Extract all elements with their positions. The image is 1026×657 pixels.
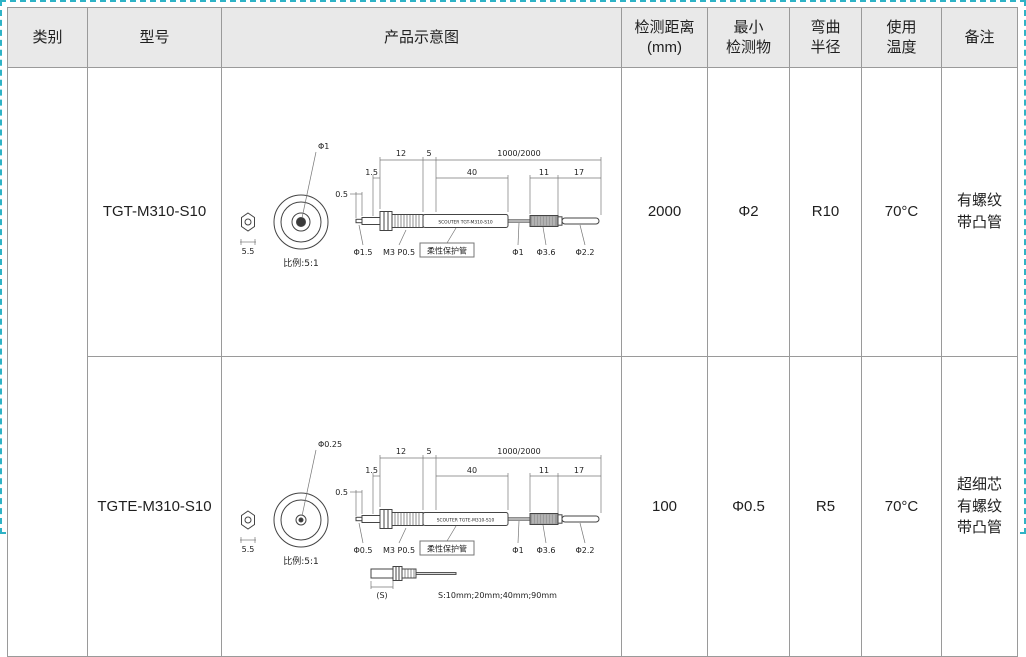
tip-diameter-label: Φ1 bbox=[318, 142, 329, 151]
cell-remark: 有螺纹 带凸管 bbox=[941, 66, 1018, 358]
dim-total-label: 1000/2000 bbox=[497, 149, 540, 158]
label-thread: M3 P0.5 bbox=[382, 546, 414, 555]
dim-body-label: 40 bbox=[466, 168, 476, 177]
dim-sleeve-label: 11 bbox=[538, 168, 548, 177]
label-tube: 柔性保护管 bbox=[427, 245, 467, 255]
dim-tip-label: 0.5 bbox=[335, 190, 348, 199]
s-variant-view bbox=[370, 565, 456, 581]
nut-width-label: 5.5 bbox=[241, 545, 254, 554]
cell-min-object: Φ2 bbox=[707, 66, 790, 358]
label-tip: Φ1.5 bbox=[353, 248, 372, 257]
dim-body-label: 40 bbox=[466, 466, 476, 475]
label-tube: 柔性保护管 bbox=[427, 543, 467, 553]
schematic-diagram: Φ0.25 5.5 比例:5:1 12 5 1000/2000 1.5 40 1… bbox=[239, 440, 601, 600]
label-thread: M3 P0.5 bbox=[382, 248, 414, 257]
cell-schematic: Φ1 5.5 比例:5:1 12 5 1000/2000 1.5 40 11 1… bbox=[221, 66, 622, 358]
header-distance: 检测距离 (mm) bbox=[621, 7, 708, 68]
cell-distance: 100 bbox=[621, 356, 708, 657]
dim-end-label: 17 bbox=[573, 168, 583, 177]
side-view bbox=[355, 508, 599, 529]
label-end: Φ2.2 bbox=[575, 546, 594, 555]
cell-temperature: 70°C bbox=[861, 356, 942, 657]
header-remark: 备注 bbox=[941, 7, 1018, 68]
label-tip: Φ0.5 bbox=[353, 546, 372, 555]
body-print-text: SCOUTER TGT-M310-S10 bbox=[438, 219, 493, 225]
table-row: TGT-M310-S10 bbox=[7, 66, 1018, 657]
schematic-diagram: Φ1 5.5 比例:5:1 12 5 1000/2000 1.5 40 11 1… bbox=[239, 142, 601, 269]
cell-bend-radius: R10 bbox=[789, 66, 862, 358]
dim-thread-label: 12 bbox=[395, 447, 405, 456]
cell-bend-radius: R5 bbox=[789, 356, 862, 657]
s-options-label: S:10mm;20mm;40mm;90mm bbox=[438, 591, 557, 600]
side-view bbox=[355, 210, 599, 231]
cell-temperature: 70°C bbox=[861, 66, 942, 358]
table-row: TGTE-M310-S10 bbox=[8, 356, 1018, 657]
leader-lines bbox=[358, 222, 585, 245]
cell-distance: 2000 bbox=[621, 66, 708, 358]
scale-label: 比例:5:1 bbox=[283, 257, 319, 269]
cell-model: TGT-M310-S10 bbox=[87, 66, 222, 358]
dim-nut-label: 1.5 bbox=[365, 466, 378, 475]
cell-category bbox=[7, 67, 88, 657]
label-sleeve: Φ3.6 bbox=[536, 248, 555, 257]
header-model: 型号 bbox=[87, 7, 222, 68]
nut-width-label: 5.5 bbox=[241, 247, 254, 256]
cell-model: TGTE-M310-S10 bbox=[87, 356, 222, 657]
s-length-label: (S) bbox=[376, 591, 387, 600]
cell-schematic: Φ0.25 5.5 比例:5:1 12 5 1000/2000 1.5 40 1… bbox=[221, 356, 622, 657]
header-bend-radius: 弯曲 半径 bbox=[789, 7, 862, 68]
header-schematic: 产品示意图 bbox=[221, 7, 622, 68]
dimension-lines bbox=[239, 151, 601, 245]
header-temperature: 使用 温度 bbox=[861, 7, 942, 68]
nut-front-view bbox=[240, 510, 255, 530]
tube-label-box bbox=[419, 242, 474, 257]
label-end: Φ2.2 bbox=[575, 248, 594, 257]
dim-gap-label: 5 bbox=[426, 447, 431, 456]
body-print-text: SCOUTER TGTE-M310-S10 bbox=[436, 517, 494, 523]
tip-diameter-label: Φ0.25 bbox=[318, 440, 342, 449]
header-min-object: 最小 检测物 bbox=[707, 7, 790, 68]
fiber-end-view bbox=[273, 194, 328, 249]
product-spec-table: 类别 型号 产品示意图 检测距离 (mm) 最小 检测物 弯曲 半径 使用 温度… bbox=[7, 7, 1018, 657]
header-row: 类别 型号 产品示意图 检测距离 (mm) 最小 检测物 弯曲 半径 使用 温度… bbox=[7, 7, 1018, 68]
fiber-end-view bbox=[273, 492, 328, 548]
dim-thread-label: 12 bbox=[395, 149, 405, 158]
dim-total-label: 1000/2000 bbox=[497, 447, 540, 456]
nut-front-view bbox=[240, 211, 255, 232]
dim-end-label: 17 bbox=[573, 466, 583, 475]
header-category: 类别 bbox=[7, 7, 88, 68]
cell-remark: 超细芯 有螺纹 带凸管 bbox=[941, 356, 1018, 657]
dim-gap-label: 5 bbox=[426, 149, 431, 158]
label-fiber: Φ1 bbox=[512, 546, 523, 555]
dim-sleeve-label: 11 bbox=[538, 466, 548, 475]
cell-min-object: Φ0.5 bbox=[707, 356, 790, 657]
label-fiber: Φ1 bbox=[512, 248, 523, 257]
dim-nut-label: 1.5 bbox=[365, 168, 378, 177]
label-sleeve: Φ3.6 bbox=[536, 546, 555, 555]
scale-label: 比例:5:1 bbox=[283, 555, 319, 567]
dim-tip-label: 0.5 bbox=[335, 488, 348, 497]
